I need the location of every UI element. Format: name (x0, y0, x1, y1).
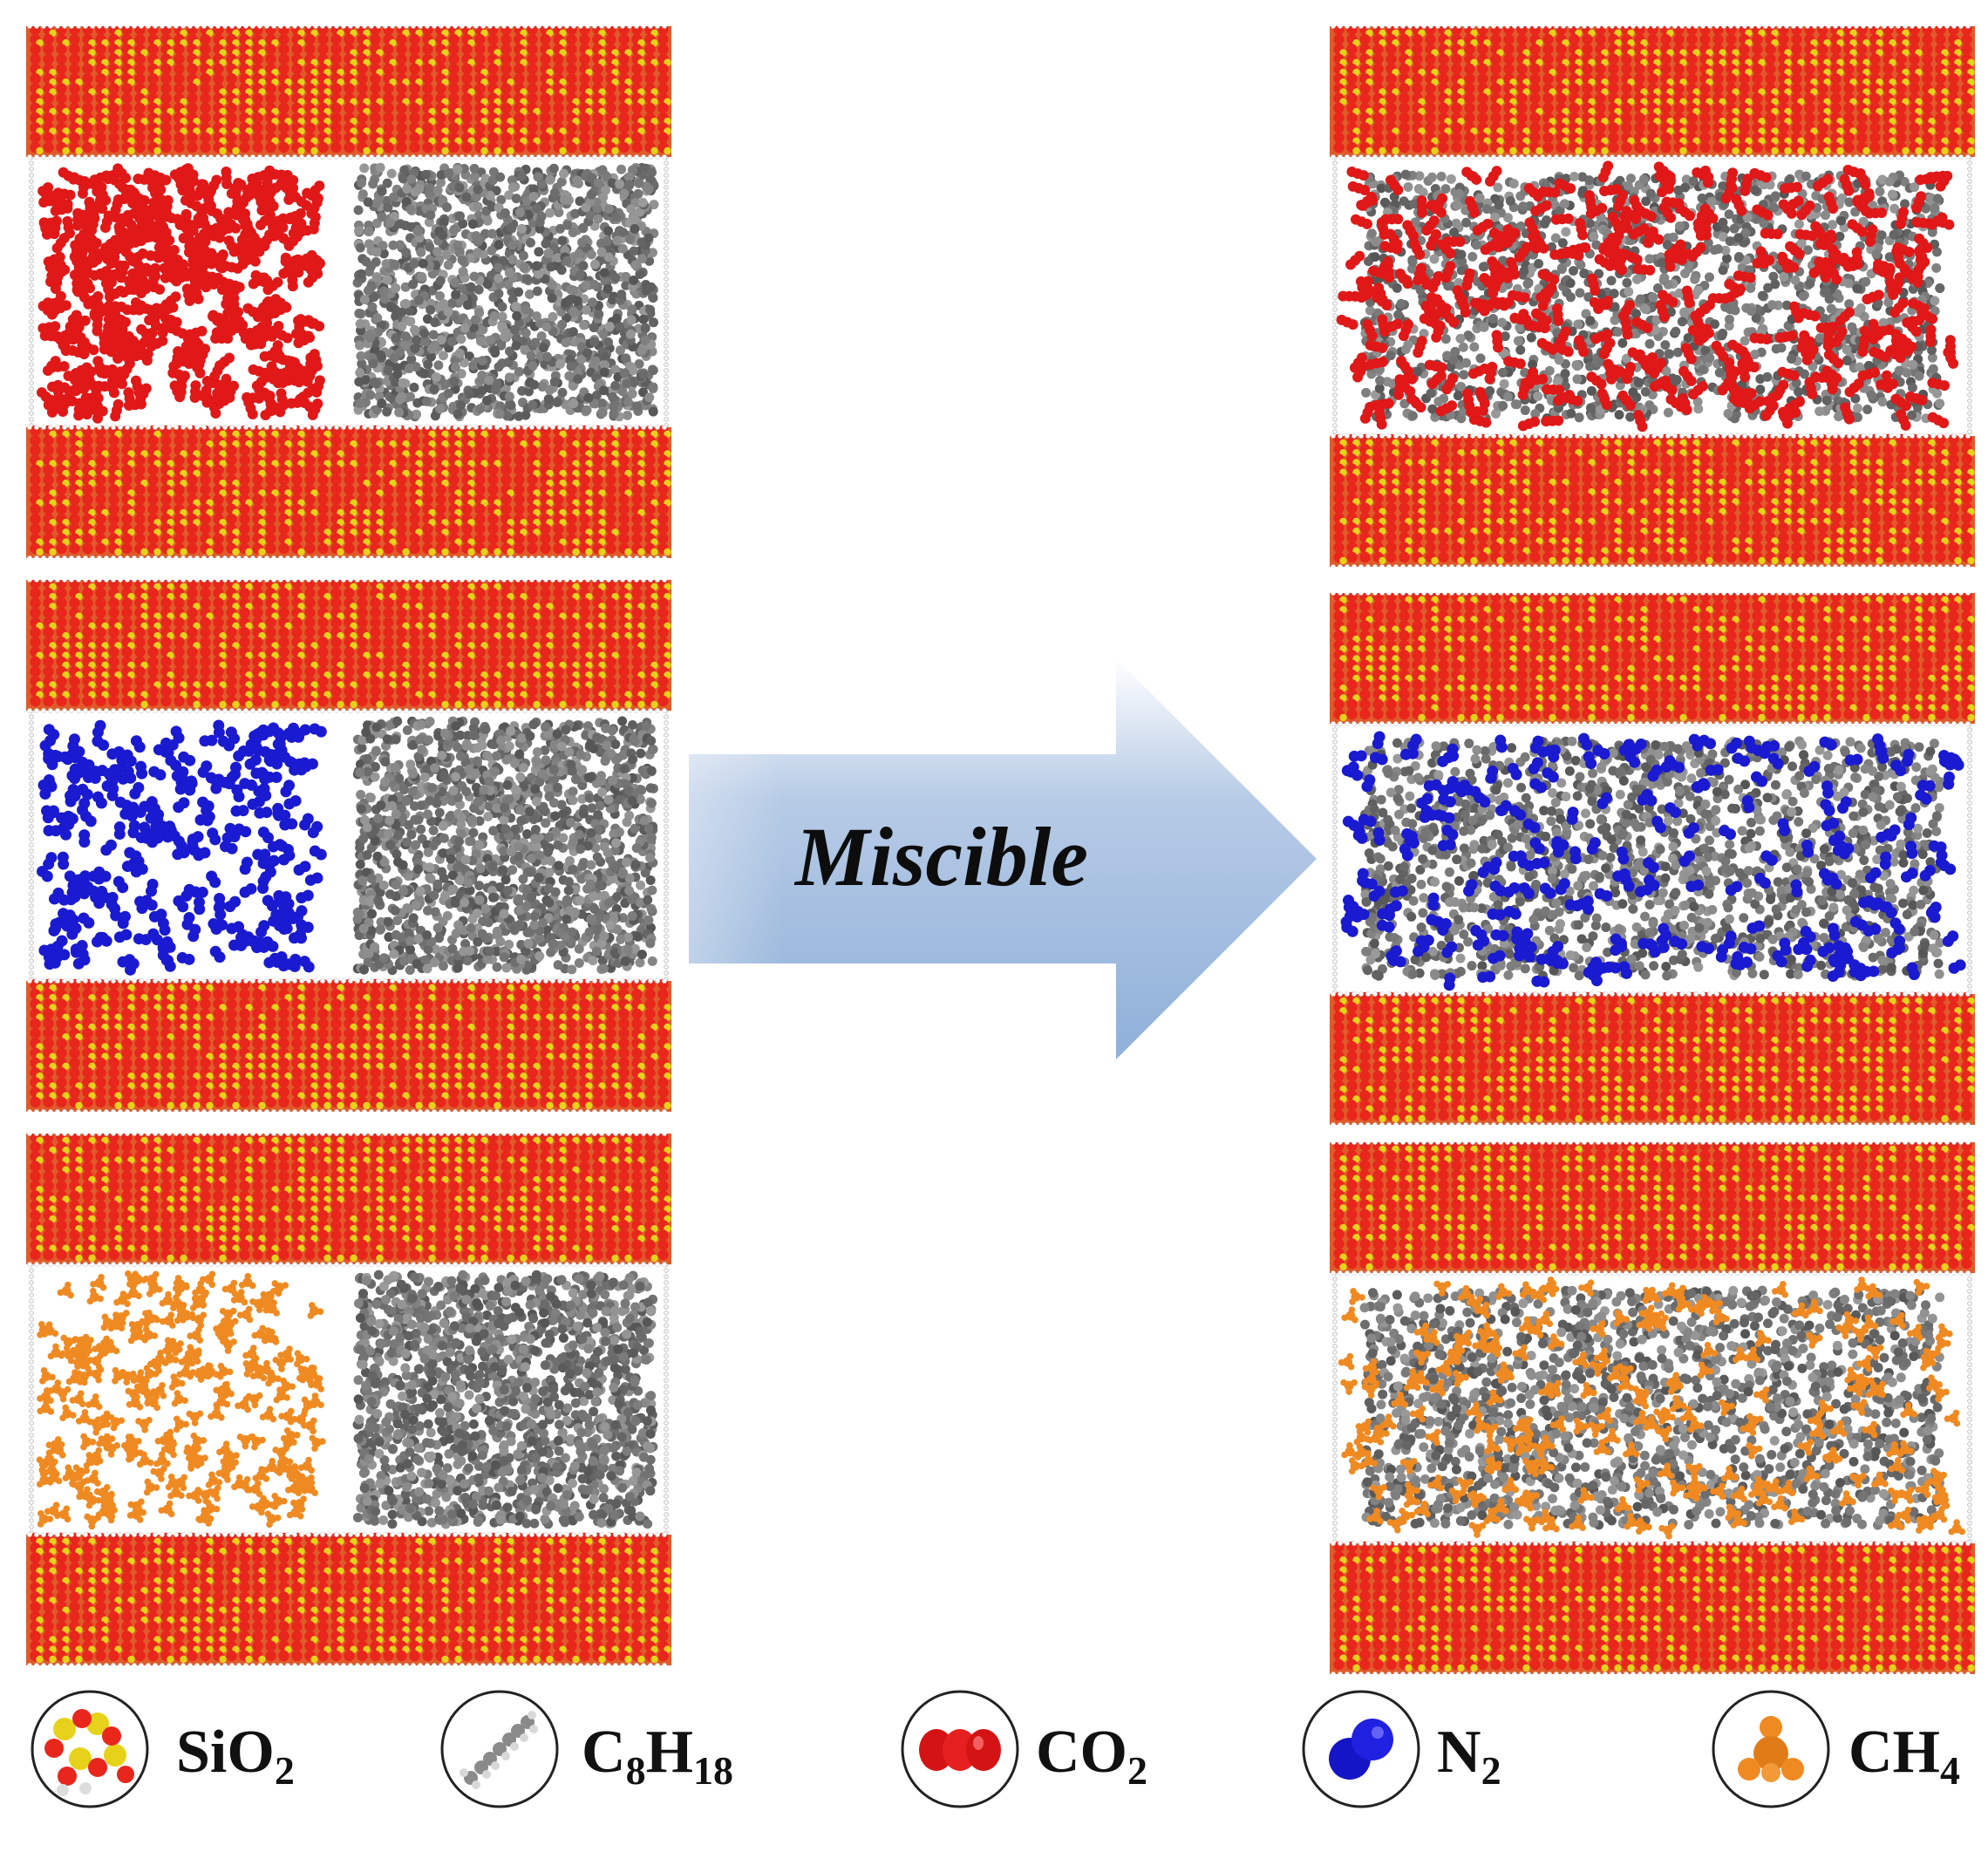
panel-mixed-ch4 (1330, 1142, 1975, 1674)
arrow-label: Miscible (759, 815, 1125, 899)
legend-label-ch4: CH4 (1848, 1722, 1960, 1791)
panel-initial-co2 (26, 26, 671, 558)
silica-slab (1330, 1142, 1975, 1276)
silica-slab (1330, 593, 1975, 726)
box-walls (1332, 721, 1972, 995)
arrow-icon (689, 658, 1317, 1059)
silica-icon (31, 1690, 149, 1808)
panel-mixed-co2 (1330, 26, 1975, 567)
slab-svg (26, 26, 671, 558)
panel-initial-n2 (26, 580, 671, 1112)
legend-n2: N2 (1299, 1678, 1526, 1827)
legend-label-n2: N2 (1437, 1722, 1501, 1791)
silica-slab (26, 580, 671, 713)
ch4-icon (1712, 1690, 1830, 1808)
miscible-arrow (680, 658, 1325, 1059)
slab-svg (1330, 593, 1975, 1125)
legend-ch4: CH4 (1709, 1678, 1979, 1827)
silica-slab (26, 978, 671, 1112)
legend-silica: SiO2 (28, 1678, 316, 1827)
silica-slab (1330, 1541, 1975, 1674)
legend-label-octane: C8H18 (582, 1722, 733, 1791)
octane-icon (440, 1690, 559, 1808)
co2-icon (901, 1690, 1019, 1808)
slab-svg (1330, 26, 1975, 567)
fluid-co2 (1336, 160, 1959, 432)
fluid-n2 (1340, 731, 1966, 991)
silica-slab (26, 1134, 671, 1267)
fluid-n2 (37, 716, 658, 976)
silica-slab (26, 1532, 671, 1665)
panel-mixed-n2 (1330, 593, 1975, 1125)
slab-svg (1330, 1142, 1975, 1674)
legend-label-silica: SiO2 (176, 1722, 295, 1791)
n2-icon (1302, 1690, 1420, 1808)
box-walls (29, 1262, 669, 1535)
silica-slab (1330, 991, 1975, 1125)
legend-co2: CO2 (898, 1678, 1177, 1827)
slab-svg (26, 1134, 671, 1665)
box-walls (1332, 1270, 1972, 1544)
fluid-ch4 (36, 1270, 658, 1530)
silica-slab (1330, 433, 1975, 567)
legend-label-co2: CO2 (1036, 1722, 1147, 1791)
slab-svg (26, 580, 671, 1112)
silica-slab (26, 425, 671, 558)
silica-slab (26, 26, 671, 160)
fluid-ch4 (1338, 1277, 1966, 1540)
legend-octane: C8H18 (438, 1678, 769, 1827)
box-walls (29, 154, 669, 428)
fluid-co2 (36, 162, 659, 424)
box-walls (1332, 154, 1972, 434)
panel-initial-ch4 (26, 1134, 671, 1665)
silica-slab (1330, 26, 1975, 160)
